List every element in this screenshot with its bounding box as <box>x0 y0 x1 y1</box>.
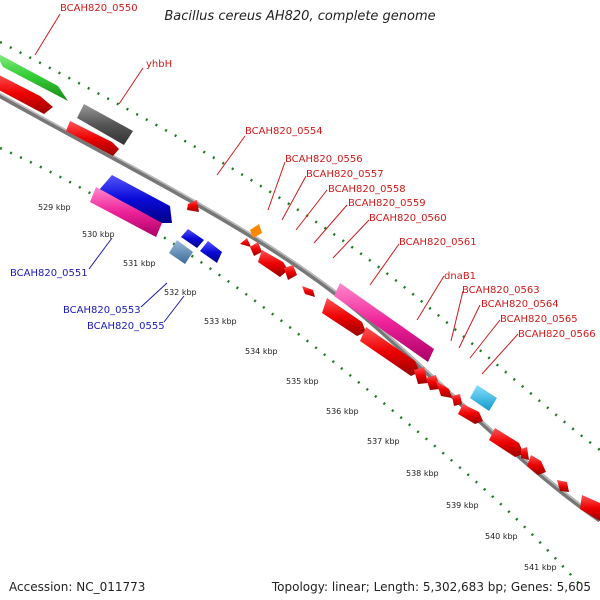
gene-orange[interactable] <box>250 224 262 238</box>
label-bcah820-0560[interactable]: BCAH820_0560 <box>369 213 447 224</box>
tick-label: 540 kbp <box>485 532 518 541</box>
tick-label: 537 kbp <box>367 437 400 446</box>
cds-red-1[interactable] <box>0 73 53 114</box>
cds-red-13[interactable] <box>436 381 452 398</box>
cds-red-14[interactable] <box>452 394 462 406</box>
label-bcah820-0550[interactable]: BCAH820_0550 <box>60 3 138 14</box>
cds-red-2[interactable] <box>66 121 119 156</box>
label-bcah820-0551[interactable]: BCAH820_0551 <box>10 268 88 279</box>
label-bcah820-0565[interactable]: BCAH820_0565 <box>500 314 578 325</box>
scale-ticks: 529 kbp 530 kbp 531 kbp 532 kbp 533 kbp … <box>38 203 557 572</box>
cds-red-9[interactable] <box>322 298 366 336</box>
forward-guide-line <box>0 40 600 451</box>
cds-red-7[interactable] <box>284 265 297 280</box>
map-title: Bacillus cereus AH820, complete genome <box>164 9 436 24</box>
cds-red-8[interactable] <box>302 286 315 297</box>
reverse-features <box>90 175 222 264</box>
cds-red-16[interactable] <box>489 428 524 457</box>
label-bcah820-0554[interactable]: BCAH820_0554 <box>245 126 323 137</box>
gene-bcah820-0553[interactable] <box>169 240 193 264</box>
cds-red-11[interactable] <box>414 367 428 384</box>
gene-magenta-rev[interactable] <box>90 187 162 237</box>
tick-label: 529 kbp <box>38 203 71 212</box>
gene-cyan[interactable] <box>470 385 497 411</box>
tick-label: 533 kbp <box>204 317 237 326</box>
gene-dnab1[interactable] <box>334 283 434 362</box>
label-bcah820-0566[interactable]: BCAH820_0566 <box>518 329 596 340</box>
forward-features <box>0 52 600 521</box>
label-bcah820-0553[interactable]: BCAH820_0553 <box>63 305 141 316</box>
cds-red-17[interactable] <box>521 447 529 460</box>
label-bcah820-0556[interactable]: BCAH820_0556 <box>285 154 363 165</box>
genome-summary-text: Topology: linear; Length: 5,302,683 bp; … <box>271 580 591 594</box>
label-bcah820-0555[interactable]: BCAH820_0555 <box>87 321 165 332</box>
gene-yhbh[interactable] <box>77 104 133 145</box>
cds-red-6[interactable] <box>258 250 288 277</box>
gene-bcah820-0555[interactable] <box>181 229 204 248</box>
tick-label: 534 kbp <box>245 347 278 356</box>
cds-red-18[interactable] <box>527 455 546 475</box>
cds-red-15[interactable] <box>458 404 483 424</box>
forward-leaders <box>34 13 519 375</box>
cds-red-4[interactable] <box>240 238 251 247</box>
tick-label: 531 kbp <box>123 259 156 268</box>
cds-red-5[interactable] <box>250 242 262 256</box>
tick-label: 532 kbp <box>164 288 197 297</box>
tick-label: 541 kbp <box>524 563 557 572</box>
label-bcah820-0558[interactable]: BCAH820_0558 <box>328 184 406 195</box>
cds-red-12[interactable] <box>426 375 440 390</box>
tick-label: 539 kbp <box>446 501 479 510</box>
label-dnab1[interactable]: dnaB1 <box>444 271 476 282</box>
gene-blue-small[interactable] <box>200 241 222 263</box>
label-yhbh[interactable]: yhbH <box>146 59 172 70</box>
accession-text: Accession: NC_011773 <box>9 580 146 594</box>
gene-bcah820-0551[interactable] <box>99 175 172 223</box>
tick-label: 538 kbp <box>406 469 439 478</box>
label-bcah820-0559[interactable]: BCAH820_0559 <box>348 198 426 209</box>
cds-red-10[interactable] <box>360 327 420 376</box>
label-bcah820-0563[interactable]: BCAH820_0563 <box>462 285 540 296</box>
tick-label: 530 kbp <box>82 230 115 239</box>
forward-labels: BCAH820_0550 yhbH BCAH820_0554 BCAH820_0… <box>60 3 596 340</box>
scale-guide-line <box>0 146 586 591</box>
cds-red-20[interactable] <box>580 495 600 521</box>
label-bcah820-0557[interactable]: BCAH820_0557 <box>306 169 384 180</box>
cds-red-3[interactable] <box>187 200 199 212</box>
label-bcah820-0564[interactable]: BCAH820_0564 <box>481 299 559 310</box>
reverse-labels: BCAH820_0551 BCAH820_0553 BCAH820_0555 <box>10 268 165 332</box>
tick-label: 536 kbp <box>326 407 359 416</box>
label-bcah820-0561[interactable]: BCAH820_0561 <box>399 237 477 248</box>
reverse-leaders <box>88 237 185 323</box>
cds-red-19[interactable] <box>557 480 569 492</box>
tick-label: 535 kbp <box>286 377 319 386</box>
gene-bcah820-0550[interactable] <box>0 52 68 101</box>
